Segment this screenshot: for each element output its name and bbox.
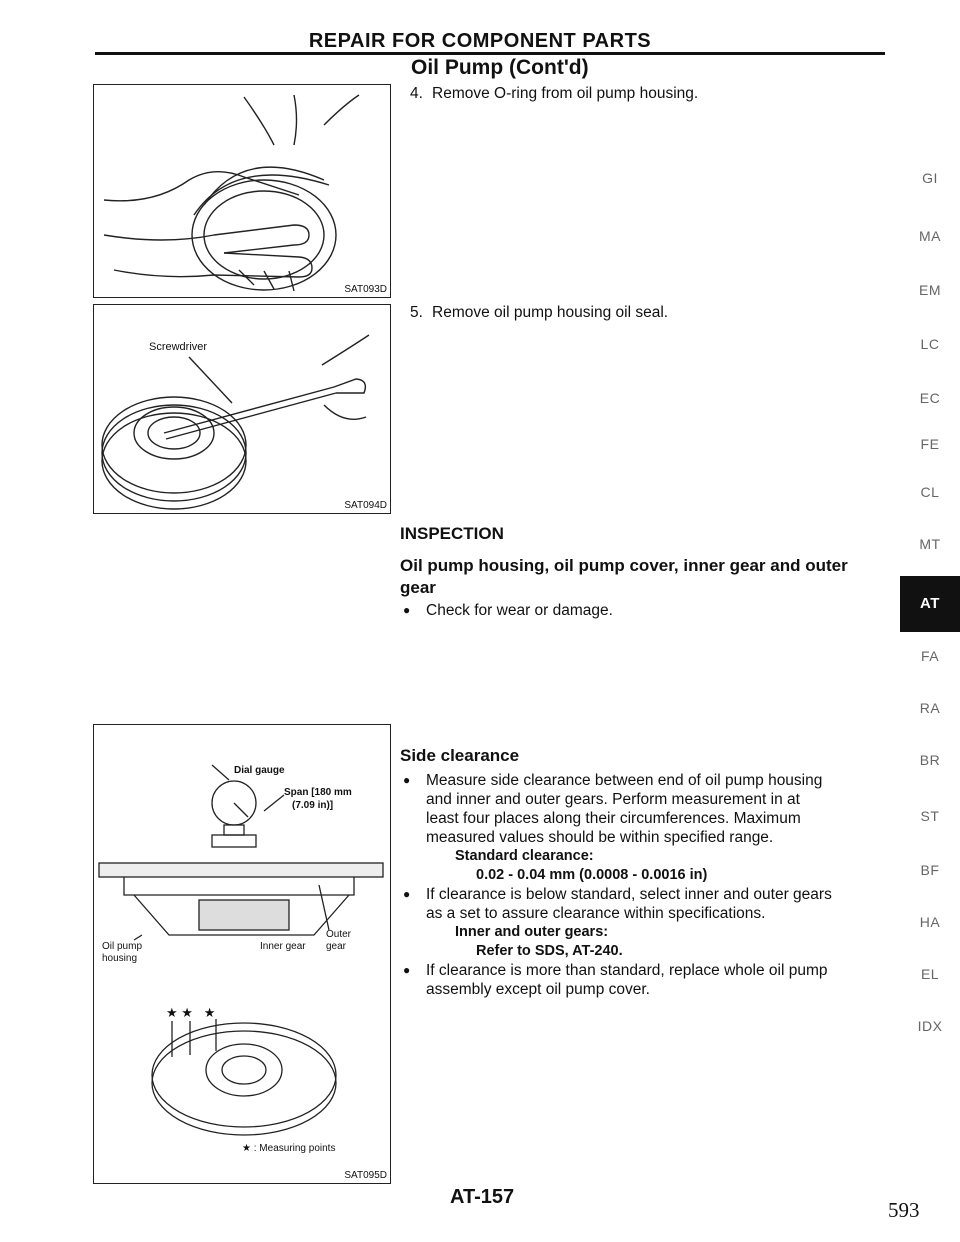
- bullet-text: Check for wear or damage.: [426, 602, 613, 619]
- bullet-line: and inner and outer gears. Perform measu…: [426, 791, 800, 808]
- tab-el[interactable]: EL: [920, 966, 940, 982]
- figure-id: SAT093D: [344, 284, 387, 295]
- inspection-bullet: ● Check for wear or damage.: [403, 601, 873, 620]
- figure-id: SAT095D: [344, 1170, 387, 1181]
- label-span-2: (7.09 in)]: [292, 800, 334, 811]
- tab-idx[interactable]: IDX: [917, 1018, 943, 1034]
- bullet-dot: ●: [403, 963, 411, 977]
- side-clearance-illustration: [98, 764, 384, 1136]
- gears-label: Inner and outer gears:: [455, 924, 609, 940]
- step-text: Remove O-ring from oil pump housing.: [432, 85, 699, 102]
- bullet-line: assembly except oil pump cover.: [426, 981, 650, 998]
- tab-ma[interactable]: MA: [919, 228, 941, 244]
- page-number: 593: [888, 1198, 920, 1222]
- tab-lc[interactable]: LC: [920, 336, 940, 352]
- gears-value: Refer to SDS, AT-240.: [476, 943, 623, 959]
- side-clearance-bullet-1: ● Measure side clearance between end of …: [403, 771, 888, 847]
- side-clearance-bullet-3: ● If clearance is more than standard, re…: [403, 961, 893, 999]
- label-inner-gear: Inner gear: [260, 941, 306, 952]
- bullet-dot: ●: [403, 887, 411, 901]
- bullet-line: Measure side clearance between end of oi…: [426, 772, 823, 789]
- step-text: Remove oil pump housing oil seal.: [432, 304, 669, 321]
- bullet-line: If clearance is more than standard, repl…: [426, 962, 828, 979]
- label-screwdriver: Screwdriver: [149, 341, 208, 353]
- label-dial-gauge: Dial gauge: [234, 765, 285, 776]
- bullet-line: as a set to assure clearance within spec…: [426, 905, 766, 922]
- section-title: Oil Pump (Cont'd): [411, 56, 589, 79]
- bullet-line: measured values should be within specifi…: [426, 829, 774, 846]
- figure-seal-removal: Screwdriver SAT094D: [93, 304, 391, 514]
- tab-cl[interactable]: CL: [920, 484, 940, 500]
- bullet-line: If clearance is below standard, select i…: [426, 886, 832, 903]
- standard-clearance-label: Standard clearance:: [455, 848, 594, 864]
- label-oil-pump-1: Oil pump: [102, 941, 143, 952]
- tab-ha[interactable]: HA: [919, 914, 941, 930]
- bullet-dot: ●: [403, 773, 411, 787]
- tab-bf[interactable]: BF: [920, 862, 940, 878]
- step-number: 4.: [410, 85, 423, 102]
- figure-oring-removal: SAT093D: [93, 84, 391, 298]
- inspection-subheading-line1: Oil pump housing, oil pump cover, inner …: [400, 556, 848, 575]
- step-4: 4. Remove O-ring from oil pump housing.: [410, 85, 698, 103]
- oring-removal-illustration: [103, 94, 360, 292]
- page-code: AT-157: [450, 1186, 515, 1208]
- tab-at-active[interactable]: AT: [900, 576, 960, 632]
- step-number: 5.: [410, 304, 423, 321]
- tab-st[interactable]: ST: [920, 808, 940, 824]
- standard-clearance-value: 0.02 - 0.04 mm (0.0008 - 0.0016 in): [476, 867, 708, 883]
- tab-fa[interactable]: FA: [920, 648, 940, 664]
- tab-ra[interactable]: RA: [919, 700, 941, 716]
- figure-side-clearance: Dial gauge Span [180 mm (7.09 in)] Outer…: [93, 724, 391, 1184]
- measuring-point-stars: ★ ★ ★: [166, 1005, 216, 1020]
- side-clearance-bullet-2: ● If clearance is below standard, select…: [403, 885, 893, 923]
- header-rule: [95, 52, 885, 55]
- bullet-dot: ●: [403, 603, 411, 617]
- tab-ec[interactable]: EC: [919, 390, 941, 406]
- tab-gi[interactable]: GI: [922, 170, 938, 186]
- tab-mt[interactable]: MT: [919, 536, 941, 552]
- inspection-heading: INSPECTION: [400, 524, 504, 543]
- tab-fe[interactable]: FE: [920, 436, 940, 452]
- step-5: 5. Remove oil pump housing oil seal.: [410, 304, 668, 322]
- label-span-1: Span [180 mm: [284, 787, 352, 798]
- label-outer-gear-2: gear: [326, 941, 347, 952]
- page-header-title: REPAIR FOR COMPONENT PARTS: [308, 30, 652, 52]
- label-measuring-points: ★ : Measuring points: [242, 1143, 336, 1154]
- side-clearance-heading: Side clearance: [400, 746, 520, 765]
- tab-br[interactable]: BR: [919, 752, 941, 768]
- tab-em[interactable]: EM: [919, 282, 941, 298]
- inspection-subheading-line2: gear: [400, 578, 436, 597]
- label-outer-gear-1: Outer: [326, 929, 352, 940]
- bullet-line: least four places along their circumfere…: [426, 810, 801, 827]
- figure-id: SAT094D: [344, 500, 387, 511]
- seal-removal-illustration: [101, 334, 370, 510]
- label-oil-pump-2: housing: [102, 953, 138, 964]
